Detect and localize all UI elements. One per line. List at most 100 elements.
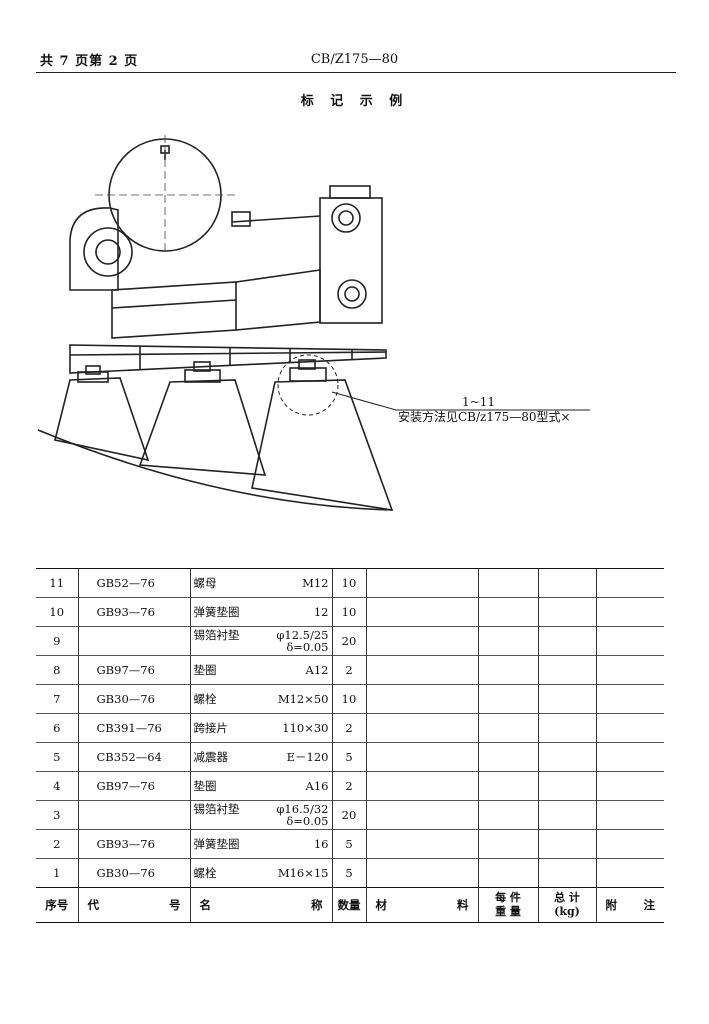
row-unit-weight bbox=[477, 597, 538, 627]
part-spec: E－120 bbox=[286, 750, 329, 764]
row-code: GB52—76 bbox=[77, 568, 190, 598]
row-code: CB391—76 bbox=[77, 713, 190, 743]
row-total-weight bbox=[537, 829, 596, 859]
row-total-weight bbox=[537, 626, 596, 656]
row-quantity: 20 bbox=[331, 800, 366, 830]
row-remark bbox=[595, 742, 664, 772]
part-spec: 16 bbox=[313, 837, 329, 851]
row-index: 5 bbox=[36, 742, 78, 772]
row-unit-weight bbox=[477, 655, 538, 685]
header-material: 材料 bbox=[365, 887, 478, 923]
row-total-weight bbox=[537, 713, 596, 743]
table-header-row: 序号 代号 名称 数量 材料 每 件重 量 总 计(kg) 附注 bbox=[36, 887, 664, 923]
row-material bbox=[365, 597, 478, 627]
part-name: 螺母 bbox=[193, 576, 217, 590]
row-code: GB93—76 bbox=[77, 597, 190, 627]
part-name: 跨接片 bbox=[193, 721, 229, 735]
row-material bbox=[365, 626, 478, 656]
row-material bbox=[365, 829, 478, 859]
row-remark bbox=[595, 684, 664, 714]
row-code: GB93—76 bbox=[77, 829, 190, 859]
row-material bbox=[365, 684, 478, 714]
row-total-weight bbox=[537, 655, 596, 685]
header-rule bbox=[36, 72, 676, 73]
part-spec: A16 bbox=[305, 779, 329, 793]
row-name: 垫圈 A16 bbox=[189, 771, 332, 801]
row-unit-weight bbox=[477, 684, 538, 714]
row-remark bbox=[595, 626, 664, 656]
detail-circle bbox=[277, 354, 339, 416]
row-quantity: 2 bbox=[331, 771, 366, 801]
installation-drawing bbox=[37, 135, 590, 512]
row-quantity: 2 bbox=[331, 655, 366, 685]
part-name: 垫圈 bbox=[193, 779, 217, 793]
part-name: 锡箔衬垫 bbox=[193, 802, 240, 816]
row-material bbox=[365, 655, 478, 685]
standard-code: CB/Z175—80 bbox=[310, 52, 399, 67]
row-index: 3 bbox=[36, 800, 78, 830]
damper-2 bbox=[184, 369, 221, 383]
row-index: 6 bbox=[36, 713, 78, 743]
row-name: 弹簧垫圈 16 bbox=[189, 829, 332, 859]
row-unit-weight bbox=[477, 771, 538, 801]
row-material bbox=[365, 800, 478, 830]
row-remark bbox=[595, 713, 664, 743]
part-spec: 110×30 bbox=[282, 721, 329, 735]
header-total-weight: 总 计(kg) bbox=[537, 887, 596, 923]
part-spec-2: δ=0.05 bbox=[286, 814, 329, 828]
row-index: 4 bbox=[36, 771, 78, 801]
row-quantity: 5 bbox=[331, 858, 366, 888]
row-quantity: 20 bbox=[331, 626, 366, 656]
part-name: 弹簧垫圈 bbox=[193, 837, 240, 851]
mount-left bbox=[54, 377, 150, 462]
part-name: 螺栓 bbox=[193, 866, 217, 880]
part-name: 锡箔衬垫 bbox=[193, 628, 240, 642]
section-title: 标 记 示 例 bbox=[300, 94, 409, 109]
row-unit-weight bbox=[477, 800, 538, 830]
base-frame bbox=[69, 344, 387, 374]
row-code bbox=[77, 626, 190, 656]
row-total-weight bbox=[537, 771, 596, 801]
row-material bbox=[365, 742, 478, 772]
damper-3 bbox=[289, 367, 327, 382]
leader-line bbox=[331, 391, 590, 411]
mount-right bbox=[251, 379, 394, 512]
part-spec: M12 bbox=[302, 576, 329, 590]
row-code: GB97—76 bbox=[77, 655, 190, 685]
row-index: 2 bbox=[36, 829, 78, 859]
gearbox bbox=[319, 197, 383, 324]
row-name: 螺母 M12 bbox=[189, 568, 332, 598]
row-remark bbox=[595, 655, 664, 685]
header-index: 序号 bbox=[36, 887, 78, 923]
row-total-weight bbox=[537, 597, 596, 627]
row-total-weight bbox=[537, 858, 596, 888]
callout-text: 安装方法见CB/z175—80型式× bbox=[398, 410, 571, 424]
row-material bbox=[365, 858, 478, 888]
row-total-weight bbox=[537, 568, 596, 598]
row-material bbox=[365, 713, 478, 743]
row-unit-weight bbox=[477, 829, 538, 859]
row-name: 跨接片 110×30 bbox=[189, 713, 332, 743]
row-total-weight bbox=[537, 800, 596, 830]
part-name: 垫圈 bbox=[193, 663, 217, 677]
row-unit-weight bbox=[477, 713, 538, 743]
row-quantity: 2 bbox=[331, 713, 366, 743]
row-remark bbox=[595, 800, 664, 830]
row-code bbox=[77, 800, 190, 830]
row-unit-weight bbox=[477, 858, 538, 888]
row-index: 10 bbox=[36, 597, 78, 627]
row-remark bbox=[595, 597, 664, 627]
header-code: 代号 bbox=[77, 887, 190, 923]
callout-number: 1~11 bbox=[462, 395, 495, 409]
row-quantity: 10 bbox=[331, 597, 366, 627]
